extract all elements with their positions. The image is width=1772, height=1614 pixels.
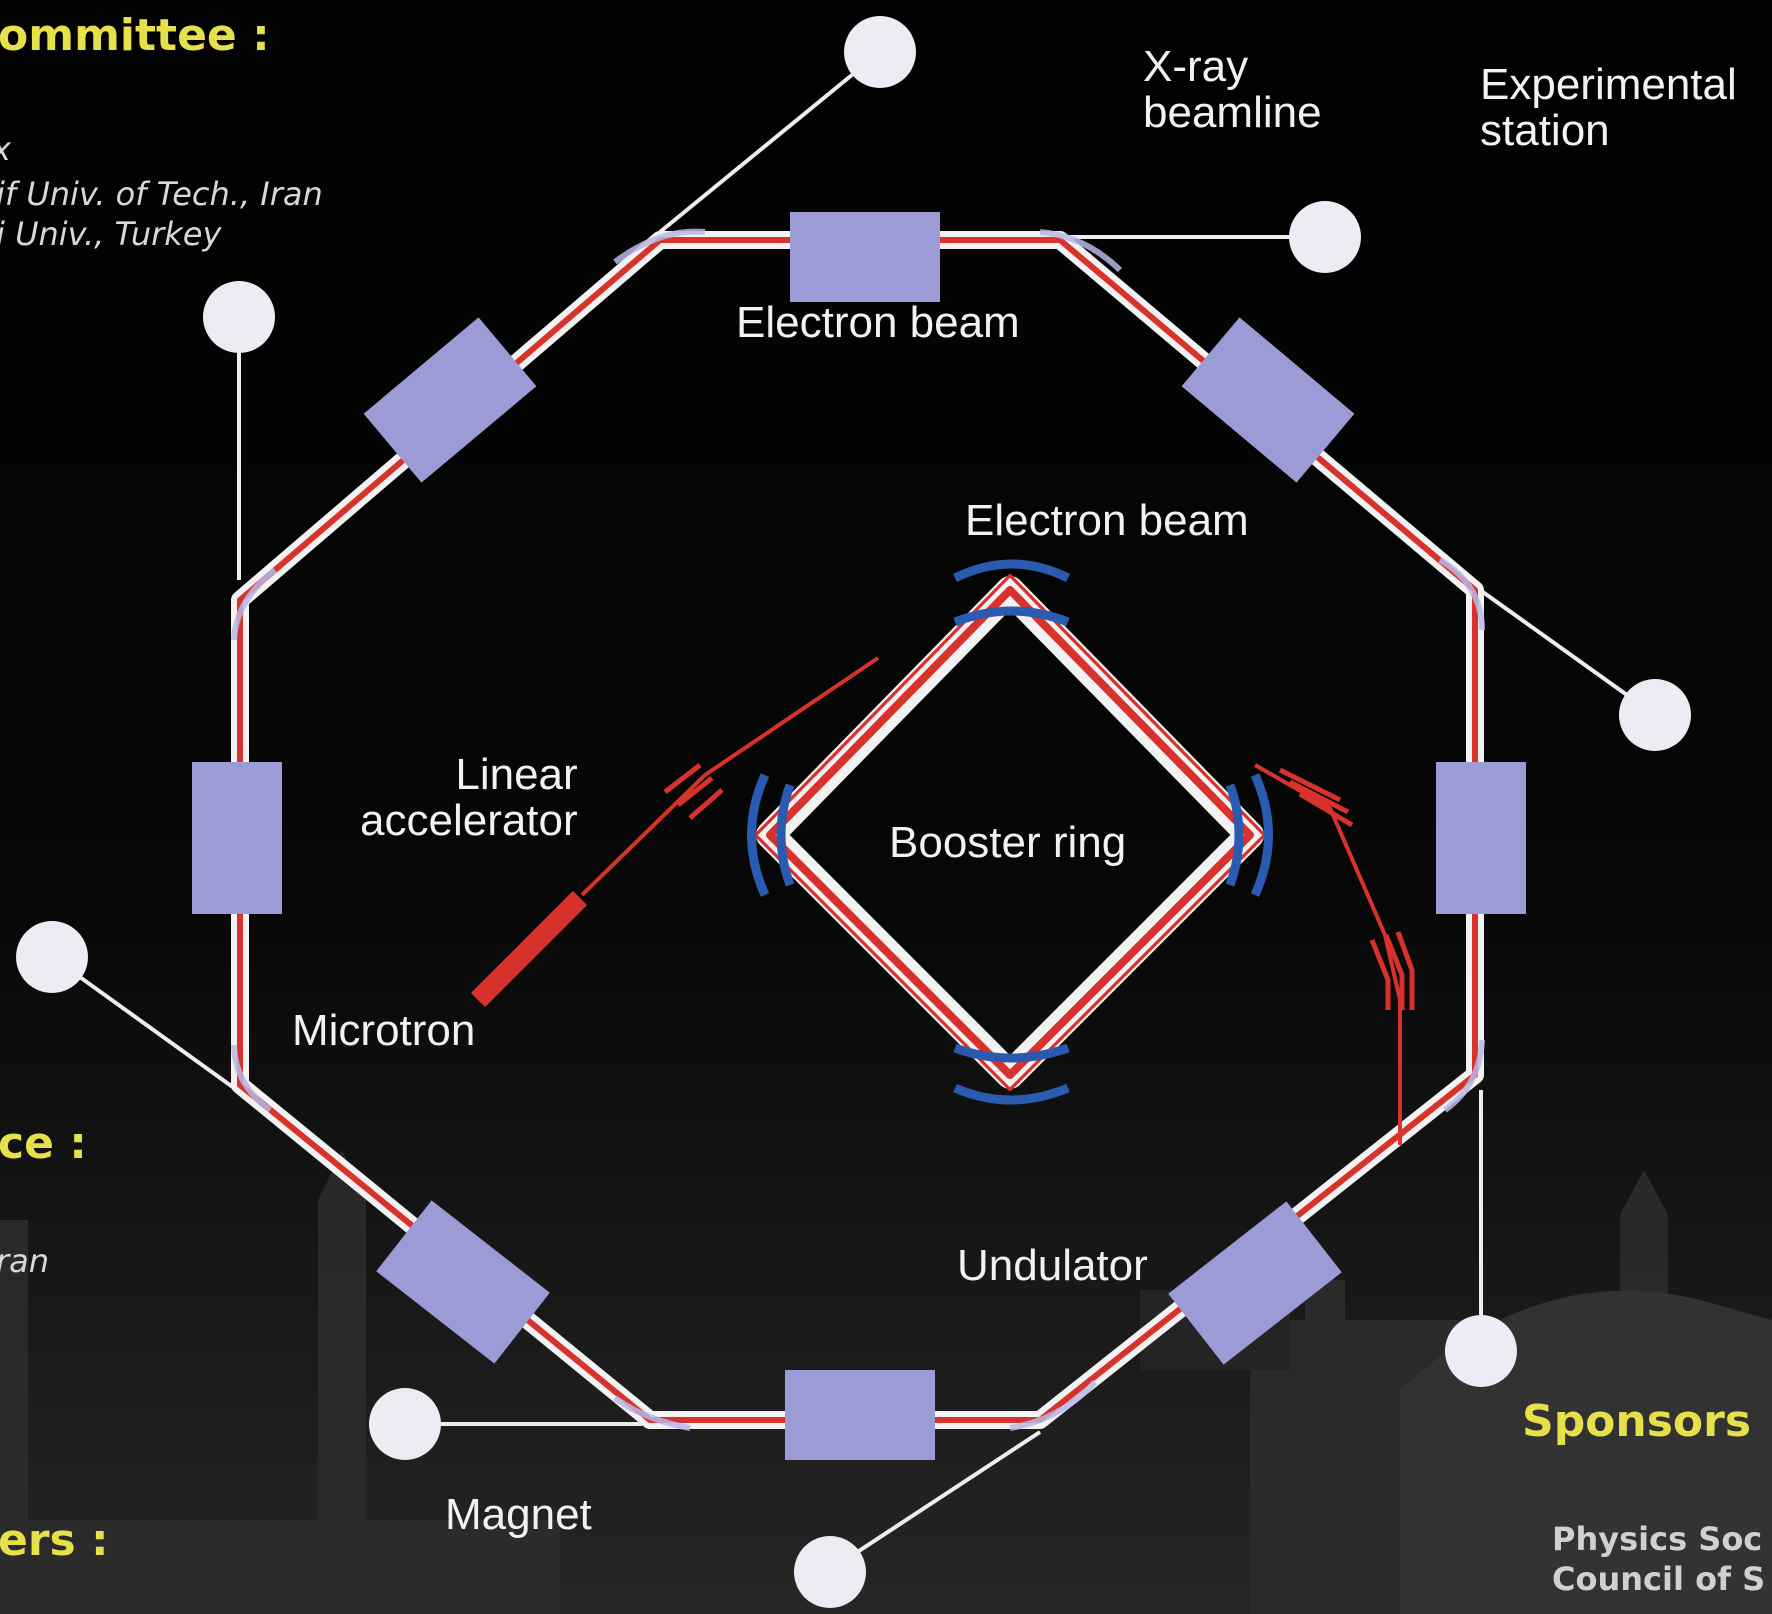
- committee-heading: ommittee :: [0, 10, 270, 61]
- mosque-silhouette: [0, 1150, 1772, 1614]
- station-circle: [1445, 1315, 1517, 1387]
- station-circle: [203, 281, 275, 353]
- linear-accelerator-label: Linear accelerator: [360, 750, 578, 846]
- sponsor-line-1: Physics Soc: [1552, 1520, 1763, 1558]
- sponsor-line-2: Council of S: [1552, 1560, 1766, 1598]
- station-circle: [369, 1388, 441, 1460]
- sponsors-heading: Sponsors: [1522, 1396, 1752, 1447]
- booster-bending-magnets: [747, 559, 1273, 1105]
- extraction-line: [1254, 763, 1415, 1145]
- electron-beam-top-label: Electron beam: [736, 298, 1020, 347]
- beamlines: [50, 50, 1657, 1572]
- magnet-block: [376, 1200, 550, 1364]
- magnet-block: [1168, 1201, 1342, 1365]
- magnet-blocks: [192, 212, 1526, 1460]
- station-circle: [844, 16, 916, 88]
- bending-magnets: [231, 228, 1485, 1431]
- station-circle: [16, 921, 88, 993]
- station-circle: [1289, 201, 1361, 273]
- microtron-label: Microtron: [292, 1006, 476, 1055]
- station-circle: [794, 1536, 866, 1608]
- magnet-block: [790, 212, 940, 302]
- committee-line-1: x: [0, 130, 11, 168]
- committee-line-3: i Univ., Turkey: [0, 215, 222, 253]
- venue-heading: ce :: [0, 1118, 87, 1169]
- booster-ring: [754, 573, 1266, 1092]
- experimental-station-label: Experimental station: [1480, 60, 1737, 156]
- electron-beam-inner-label: Electron beam: [965, 496, 1249, 545]
- microtron-body: [470, 890, 588, 1008]
- experimental-stations: [16, 16, 1691, 1608]
- undulator-label: Undulator: [957, 1241, 1148, 1290]
- magnet-block: [1436, 762, 1526, 914]
- magnet-label: Magnet: [445, 1490, 592, 1539]
- magnet-block: [192, 762, 282, 914]
- magnet-block: [363, 317, 537, 483]
- speakers-heading: ers :: [0, 1515, 109, 1566]
- venue-line-1: ran: [0, 1242, 50, 1280]
- committee-line-2: if Univ. of Tech., Iran: [0, 175, 323, 213]
- injector-line: [470, 656, 880, 1008]
- xray-beamline-label: X-ray beamline: [1143, 42, 1322, 138]
- booster-ring-label: Booster ring: [889, 818, 1127, 867]
- magnet-block: [1181, 317, 1355, 483]
- station-circle: [1619, 679, 1691, 751]
- magnet-block: [785, 1370, 935, 1460]
